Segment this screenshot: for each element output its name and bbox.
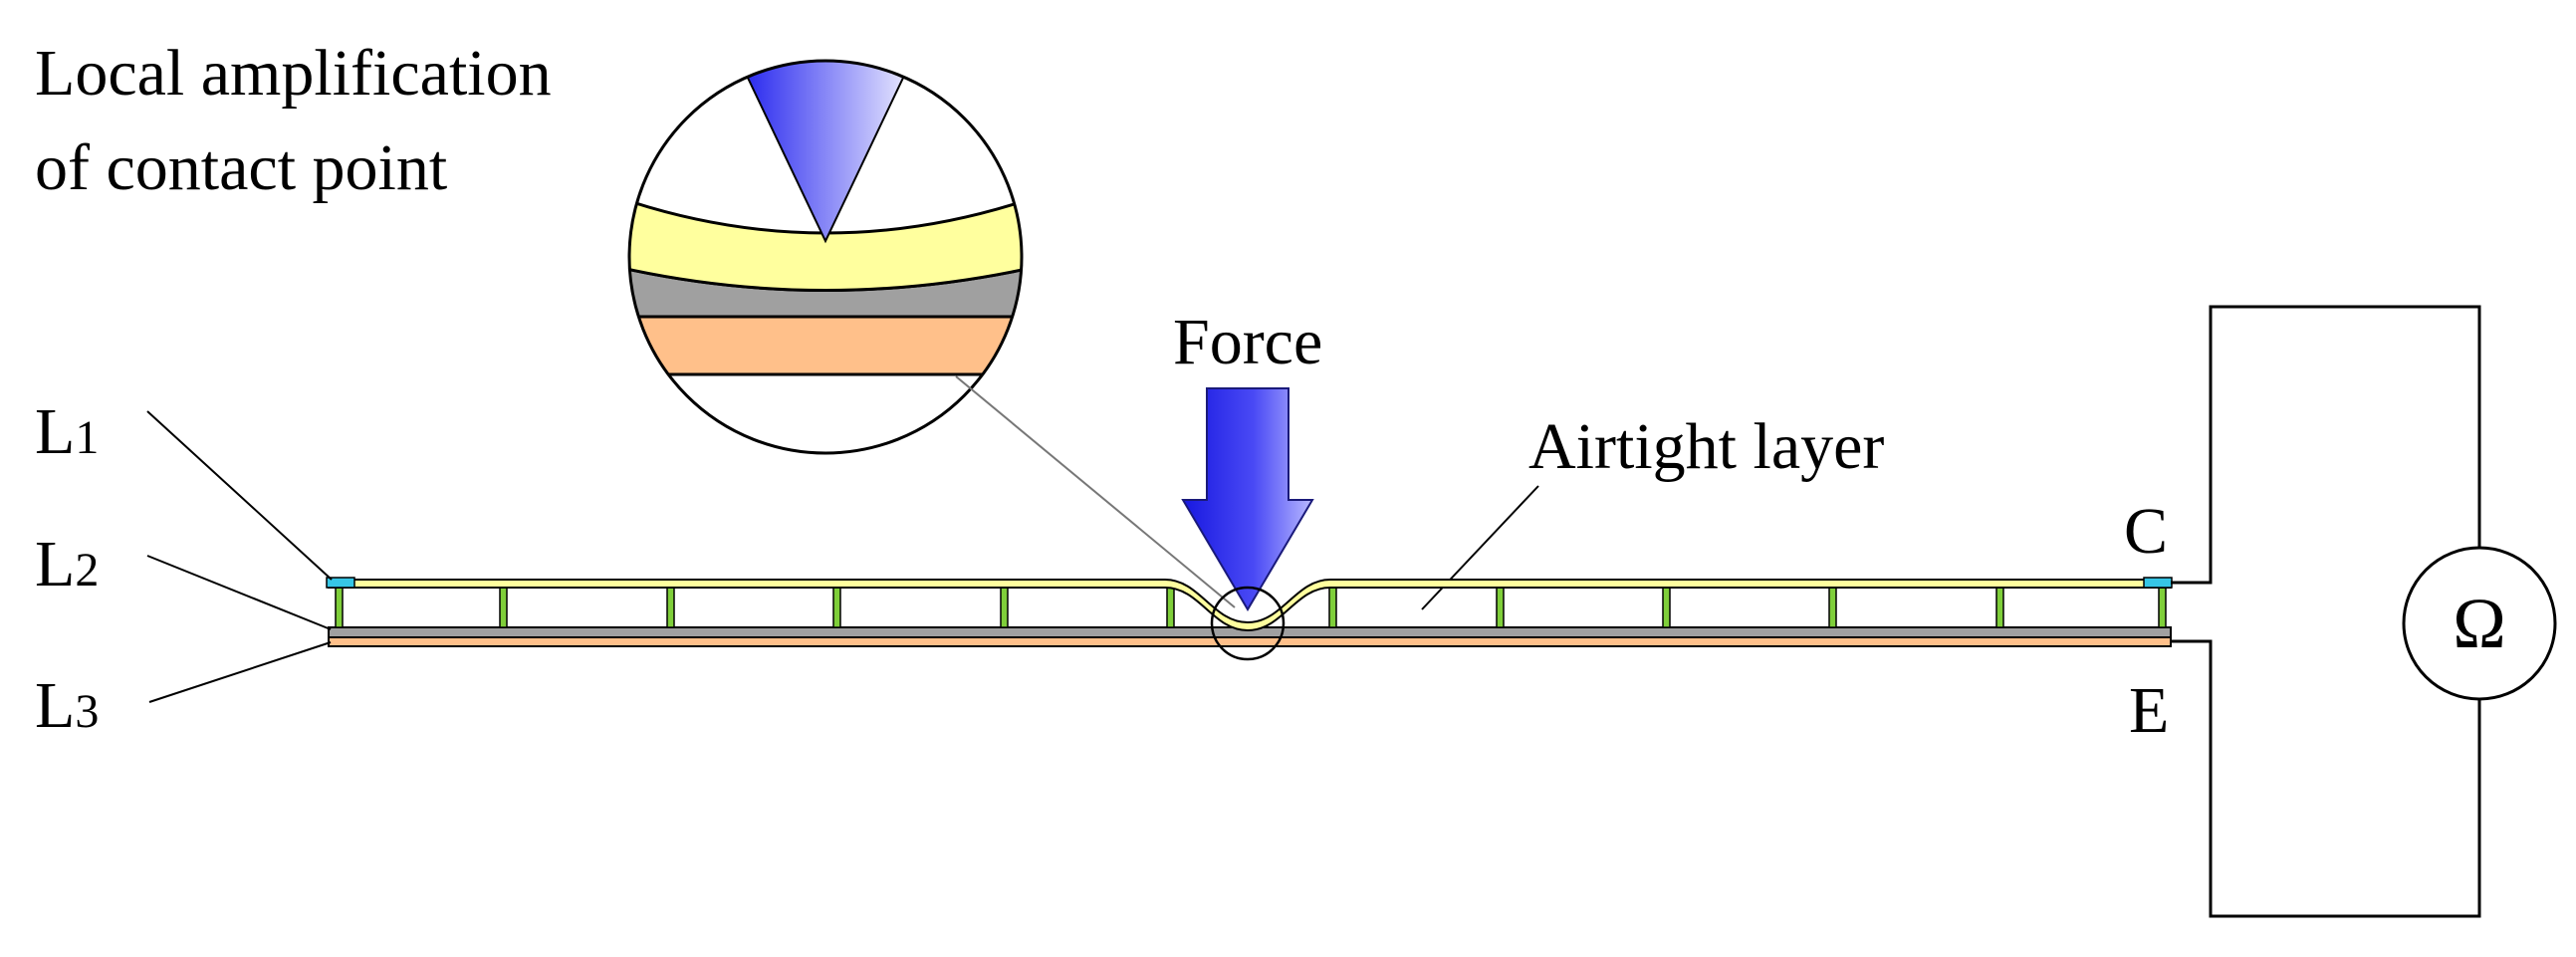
contact-point-circle <box>1210 586 1286 661</box>
terminal-e-label: E <box>2129 674 2169 747</box>
wire-lower <box>2171 639 2481 918</box>
label-l2: L2 <box>35 528 99 600</box>
airtight-leader-line <box>1421 485 1539 610</box>
label-l1: L1 <box>35 395 99 468</box>
wire-upper <box>2171 305 2481 585</box>
leader-l2 <box>146 555 332 630</box>
magnified-indenter-cone <box>735 61 916 244</box>
magnified-top-layer <box>629 194 1022 292</box>
label-l3: L3 <box>35 669 99 742</box>
ohm-symbol: Ω <box>2453 584 2506 663</box>
force-label: Force <box>1173 306 1322 378</box>
magnifier-leader-line <box>955 375 1236 608</box>
magnified-bottom-layer <box>629 315 1022 376</box>
left-edge-pad <box>326 577 355 589</box>
magnifier-label-line1: Local amplification <box>35 37 552 110</box>
magnifier-circle <box>627 59 1024 455</box>
bottom-electrode-layer <box>328 636 2172 647</box>
leader-l1 <box>146 410 333 581</box>
terminal-c-label: C <box>2124 495 2168 568</box>
ohmmeter-circle <box>2402 546 2557 701</box>
leader-l3 <box>148 641 332 703</box>
magnifier-label-line2: of contact point <box>35 131 447 204</box>
measurement-circuit <box>2171 305 2481 918</box>
force-arrow <box>1181 387 1314 611</box>
airtight-layer-label: Airtight layer <box>1528 410 1884 483</box>
right-edge-pad <box>2143 577 2173 589</box>
